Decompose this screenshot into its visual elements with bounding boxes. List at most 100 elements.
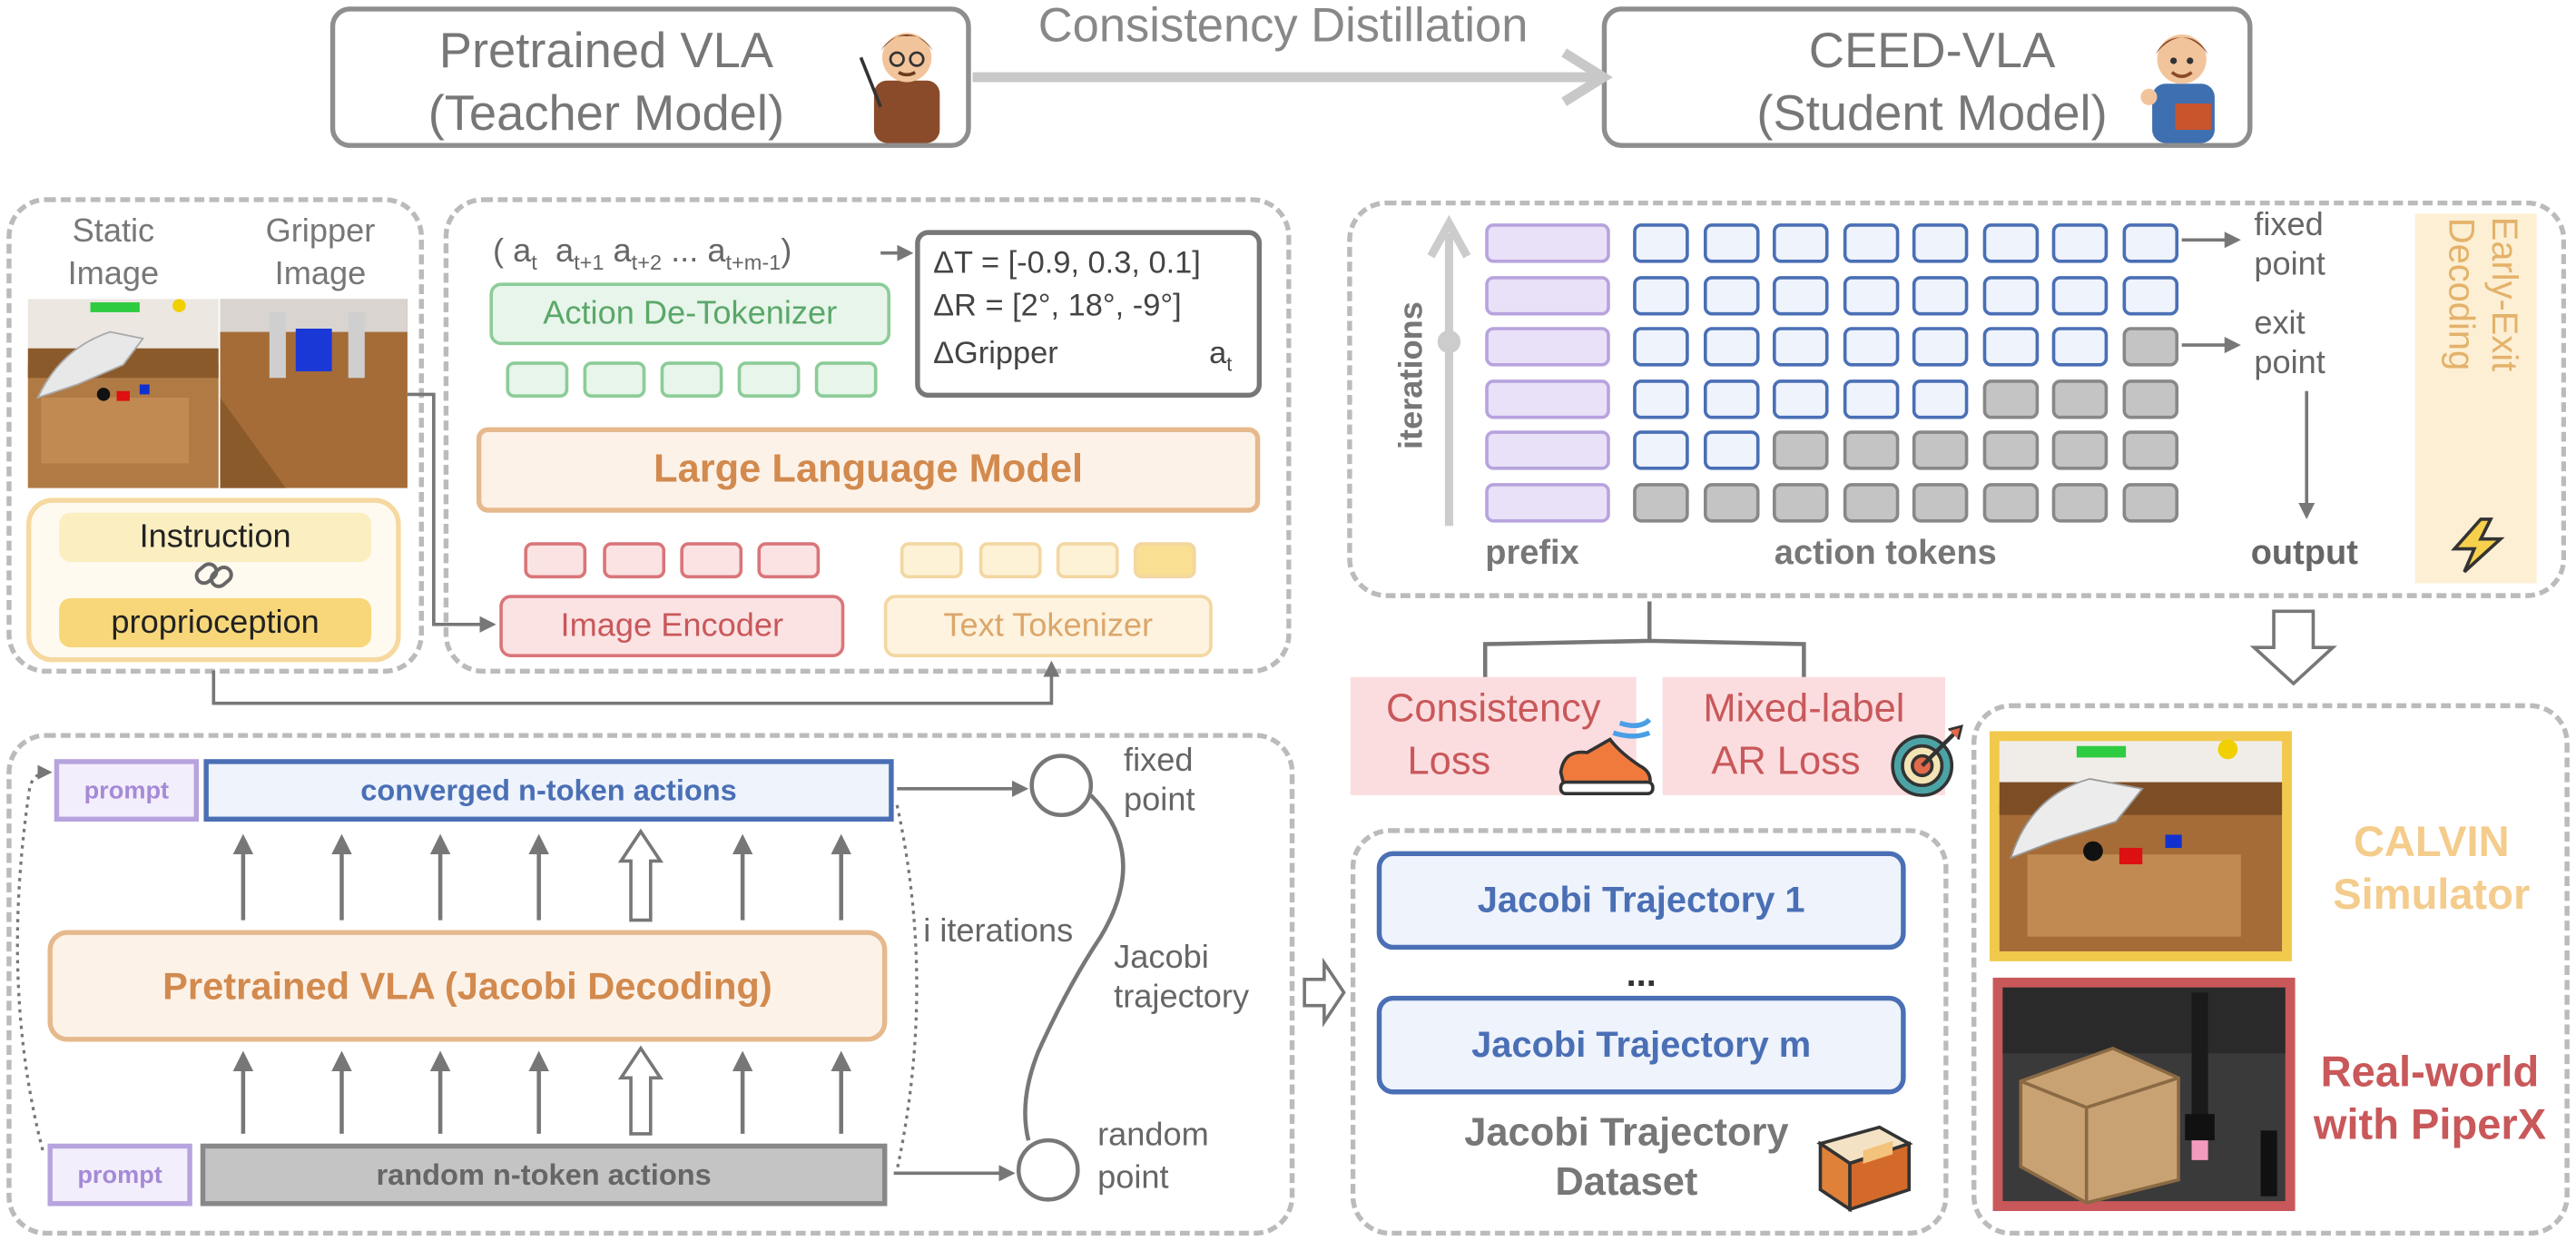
image-token bbox=[524, 542, 587, 579]
instruction-pill: Instruction bbox=[59, 512, 372, 563]
iterations-axis-dot bbox=[1437, 330, 1461, 354]
distillation-arrow-head bbox=[1561, 48, 1613, 106]
action-token bbox=[1703, 275, 1759, 315]
action-sub-tm: t+m-1 bbox=[725, 250, 782, 275]
converged-actions-bar: converged n-token actions bbox=[203, 759, 894, 822]
converged-token bbox=[2051, 430, 2109, 470]
action-detokenizer: Action De-Tokenizer bbox=[489, 282, 891, 346]
a-t-letter: a bbox=[1209, 337, 1227, 372]
link-icon bbox=[194, 562, 233, 588]
prompt-top: prompt bbox=[54, 759, 200, 822]
detok-token bbox=[583, 361, 646, 399]
jacobi-trajectory-m: Jacobi Trajectory m bbox=[1376, 995, 1906, 1095]
converged-token bbox=[1633, 482, 1689, 522]
static-image-label-1: Static bbox=[72, 213, 155, 251]
detok-token bbox=[814, 361, 878, 399]
action-token bbox=[1633, 430, 1689, 470]
prefix-token bbox=[1485, 430, 1610, 470]
jacobi-to-dataset-arrow bbox=[1303, 957, 1346, 1028]
calvin-label-2: Simulator bbox=[2333, 869, 2531, 919]
static-image-label-2: Image bbox=[67, 256, 160, 293]
action-token bbox=[1703, 430, 1759, 470]
action-close-paren: ) bbox=[781, 233, 792, 270]
running-shoe-icon bbox=[1558, 717, 1655, 796]
dataset-title-2: Dataset bbox=[1555, 1159, 1698, 1205]
deploy-hollow-arrow bbox=[2249, 609, 2337, 686]
action-am: a bbox=[707, 233, 726, 270]
converged-token bbox=[1842, 482, 1899, 522]
lightning-icon bbox=[2451, 517, 2505, 574]
text-token bbox=[1133, 542, 1196, 579]
action-token bbox=[1703, 327, 1759, 367]
converged-token bbox=[1842, 430, 1899, 470]
large-language-model: Large Language Model bbox=[476, 427, 1261, 513]
converged-token bbox=[2051, 379, 2109, 419]
fixed-point-label-1: fixed bbox=[2254, 207, 2324, 243]
action-sequence: ( at at+1 at+2 ... at+m-1) bbox=[493, 233, 791, 276]
teacher-subtitle: (Teacher Model) bbox=[428, 86, 785, 142]
dataset-title-1: Jacobi Trajectory bbox=[1464, 1110, 1789, 1156]
image-token bbox=[757, 542, 821, 579]
action-token bbox=[1772, 223, 1829, 263]
action-token bbox=[1842, 275, 1899, 315]
action-token bbox=[1703, 223, 1759, 263]
prompt-bottom: prompt bbox=[47, 1143, 192, 1207]
jacobi-trajectory-label-2: trajectory bbox=[1114, 979, 1250, 1016]
book-icon bbox=[1816, 1125, 1913, 1213]
action-token bbox=[1842, 379, 1899, 419]
action-token bbox=[1633, 379, 1689, 419]
random-point-circle bbox=[1016, 1138, 1080, 1202]
random-actions-bar: random n-token actions bbox=[200, 1143, 888, 1207]
jacobi-decoding-panel bbox=[6, 733, 1295, 1236]
trajectory-ellipsis: ... bbox=[1626, 952, 1657, 995]
prefix-token bbox=[1485, 223, 1610, 263]
action-token bbox=[1772, 275, 1829, 315]
action-token bbox=[1633, 275, 1689, 315]
action-open-paren: ( a bbox=[493, 233, 532, 270]
fixed-point-label-2: point bbox=[1124, 782, 1195, 819]
text-token bbox=[900, 542, 963, 579]
action-token bbox=[1842, 223, 1899, 263]
text-token bbox=[978, 542, 1042, 579]
image-token bbox=[680, 542, 743, 579]
a-t-label: at bbox=[1209, 337, 1232, 378]
static-image bbox=[27, 299, 219, 488]
converged-token bbox=[1703, 482, 1759, 522]
jacobi-trajectory-1: Jacobi Trajectory 1 bbox=[1376, 851, 1906, 950]
random-point-label-1: random bbox=[1097, 1117, 1209, 1154]
converged-token bbox=[1772, 430, 1829, 470]
image-token bbox=[603, 542, 666, 579]
gripper-image bbox=[220, 299, 408, 488]
mixed-label-loss-l2: AR Loss bbox=[1711, 739, 1861, 784]
text-tokenizer: Text Tokenizer bbox=[883, 595, 1213, 657]
action-token bbox=[1633, 327, 1689, 367]
student-model-box: CEED-VLA (Student Model) bbox=[1601, 6, 2253, 148]
student-subtitle: (Student Model) bbox=[1756, 86, 2108, 142]
gripper-image-label-1: Gripper bbox=[265, 213, 376, 251]
prefix-token bbox=[1485, 327, 1610, 367]
action-ellipsis: ... bbox=[671, 233, 699, 270]
calvin-label-1: CALVIN bbox=[2353, 816, 2510, 866]
action-token bbox=[2051, 223, 2109, 263]
action-sub-t2: t+2 bbox=[631, 250, 663, 275]
jacobi-trajectory-label-1: Jacobi bbox=[1114, 940, 1209, 977]
delta-gripper-value: ΔGripper bbox=[933, 337, 1058, 372]
consistency-loss-l1: Consistency bbox=[1385, 686, 1601, 732]
prefix-token bbox=[1485, 482, 1610, 522]
action-tokens-label: action tokens bbox=[1774, 534, 1997, 572]
prefix-label: prefix bbox=[1485, 534, 1579, 572]
fixed-point-circle bbox=[1029, 753, 1094, 818]
action-values-box bbox=[915, 230, 1263, 399]
converged-token bbox=[2121, 327, 2178, 367]
action-token bbox=[1703, 379, 1759, 419]
detok-token bbox=[737, 361, 801, 399]
exit-point-label-1: exit bbox=[2254, 305, 2306, 342]
delta-t-value: ΔT = [-0.9, 0.3, 0.1] bbox=[933, 246, 1201, 281]
pretrained-vla-jacobi: Pretrained VLA (Jacobi Decoding) bbox=[47, 930, 888, 1042]
gripper-to-encoder-arrow bbox=[407, 392, 497, 633]
action-a1: a bbox=[555, 233, 575, 270]
action-token bbox=[1912, 327, 1969, 367]
converged-token bbox=[1981, 379, 2039, 419]
